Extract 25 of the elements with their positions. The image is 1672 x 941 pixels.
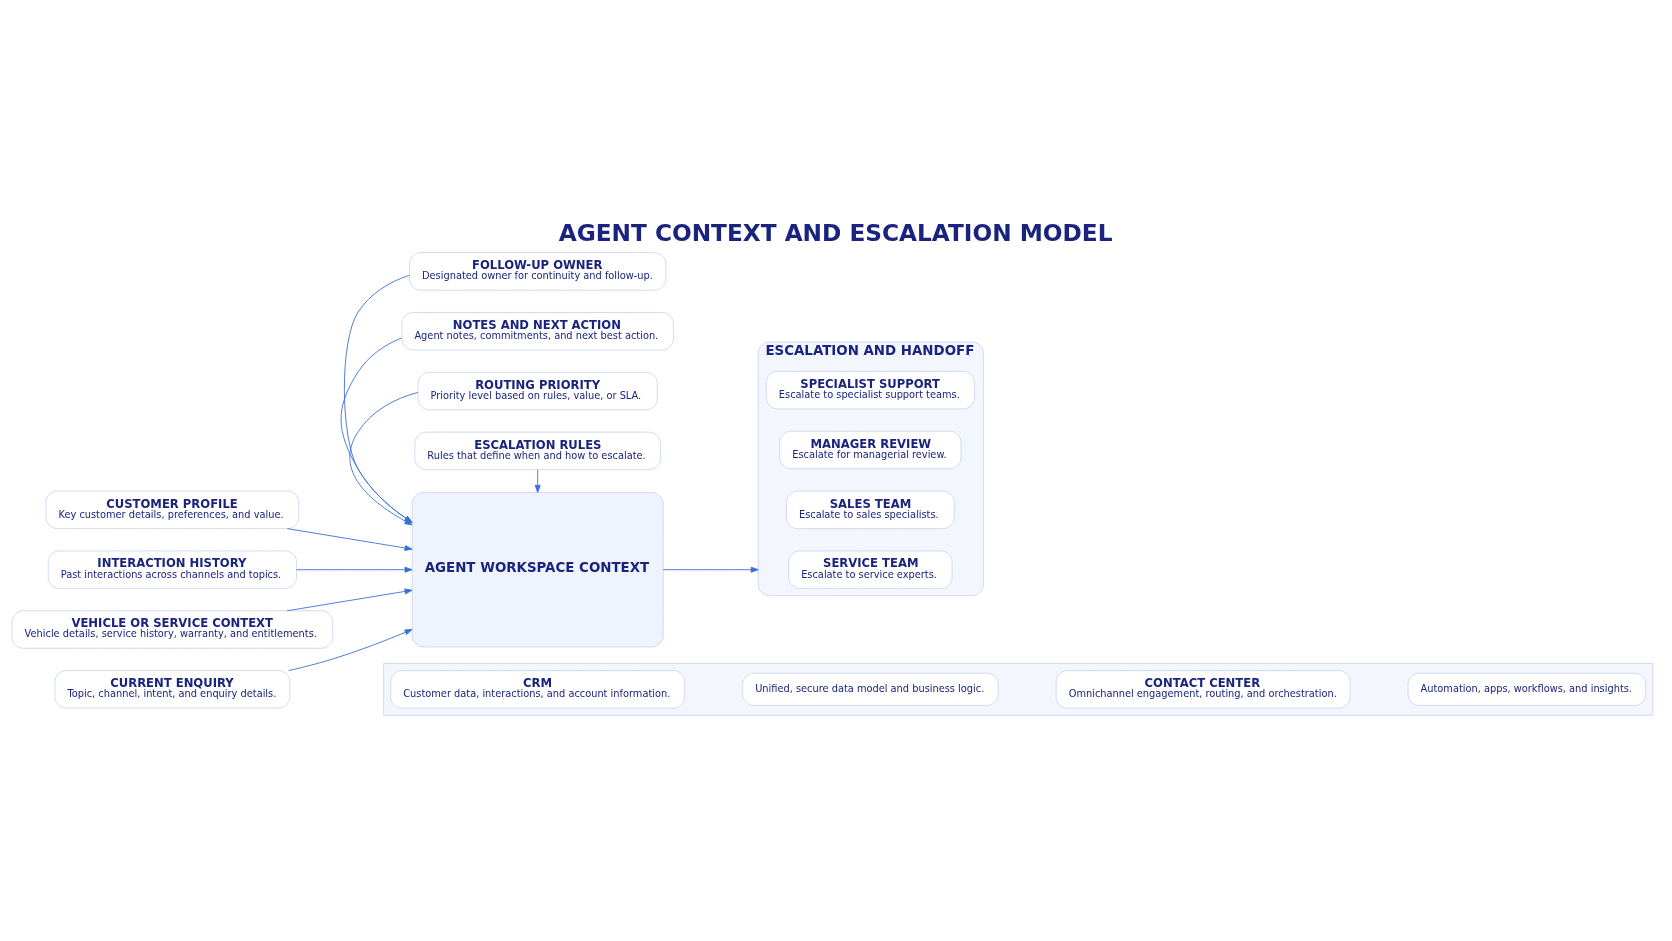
arrow <box>286 527 413 551</box>
node-box: ESCALATION RULES Rules that define when and how to escalate. <box>414 431 661 470</box>
cluster <box>383 662 1654 716</box>
node-box: CURRENT ENQUIRY Topic, channel, intent, and enquiry details. <box>54 669 291 709</box>
node-box: VEHICLE OR SERVICE CONTEXT Vehicle details, service history, warranty, and entitlements. <box>11 609 334 649</box>
node-box: SALES TEAM Escalate to sales specialists. <box>786 490 955 529</box>
arrow <box>296 566 413 573</box>
arrow <box>662 566 759 573</box>
node-box: ROUTING PRIORITY Priority level based on rules, value, or SLA. <box>417 371 658 410</box>
arrow <box>534 468 541 493</box>
node-box: Automation, apps, workflows, and insights. <box>1407 672 1647 706</box>
node-box: MANAGER REVIEW Escalate for managerial review. <box>779 430 962 469</box>
arrow <box>286 587 413 611</box>
node-box: FOLLOW-UP OWNER Designated owner for continuity and follow-up. <box>409 251 667 291</box>
node-box: INTERACTION HISTORY Past interactions across channels and topics. <box>47 550 297 589</box>
node-box: NOTES AND NEXT ACTION Agent notes, commitments, and next best action. <box>401 311 674 350</box>
node-box: Unified, secure data model and business logic. <box>742 672 999 706</box>
node-box: AGENT WORKSPACE CONTEXT <box>411 491 664 647</box>
node-box: CRM Customer data, interactions, and account information. <box>390 669 686 709</box>
arrow <box>288 628 413 671</box>
node-box: SPECIALIST SUPPORT Escalate to specialist support teams. <box>765 370 975 409</box>
node-box: CUSTOMER PROFILE Key customer details, preferences, and value. <box>45 490 300 529</box>
node-box: CONTACT CENTER Omnichannel engagement, routing, and orchestration. <box>1055 669 1351 709</box>
node-box: SERVICE TEAM Escalate to service experts. <box>788 550 953 589</box>
diagram-title: AGENT CONTEXT AND ESCALATION MODEL <box>558 218 1113 246</box>
